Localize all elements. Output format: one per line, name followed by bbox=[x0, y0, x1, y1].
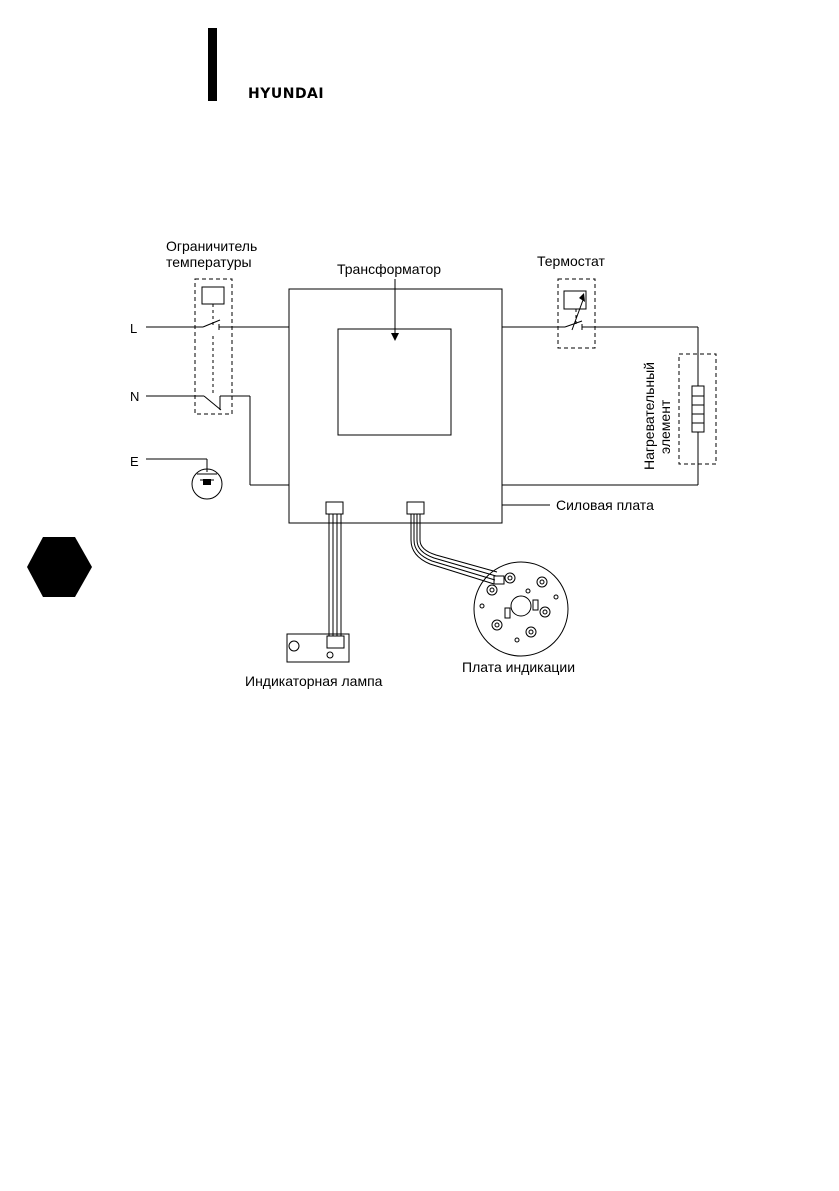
ground-icon bbox=[191, 468, 223, 500]
terminal-e: E bbox=[130, 454, 139, 469]
heater-label-2: элемент bbox=[657, 399, 673, 454]
brand-logo: HYUNDAI bbox=[248, 86, 325, 102]
heater-resistor bbox=[691, 385, 705, 433]
indicator-board bbox=[473, 561, 569, 657]
connector-lamp bbox=[325, 501, 344, 515]
terminal-n: N bbox=[130, 389, 139, 404]
thermostat-coil bbox=[563, 290, 587, 310]
thermostat-label: Термостат bbox=[537, 253, 605, 269]
heater-label-1: Нагревательный bbox=[641, 362, 657, 470]
limiter-label-2: температуры bbox=[166, 254, 252, 270]
limiter-label-1: Ограничитель bbox=[166, 238, 257, 254]
indicator-board-label: Плата индикации bbox=[462, 659, 575, 675]
limiter-coil bbox=[201, 286, 225, 305]
heating-element bbox=[678, 353, 717, 465]
temperature-limiter bbox=[194, 278, 233, 415]
connector-indicator bbox=[406, 501, 425, 515]
brand-bar bbox=[208, 28, 217, 101]
terminal-l: L bbox=[130, 321, 137, 336]
power-board-label: Силовая плата bbox=[556, 497, 654, 513]
transformer bbox=[337, 328, 452, 436]
indicator-lamp bbox=[286, 633, 350, 663]
transformer-label: Трансформатор bbox=[337, 261, 441, 277]
section-hexagon-icon bbox=[27, 537, 92, 597]
thermostat bbox=[557, 278, 596, 349]
indicator-lamp-label: Индикаторная лампа bbox=[245, 673, 383, 689]
